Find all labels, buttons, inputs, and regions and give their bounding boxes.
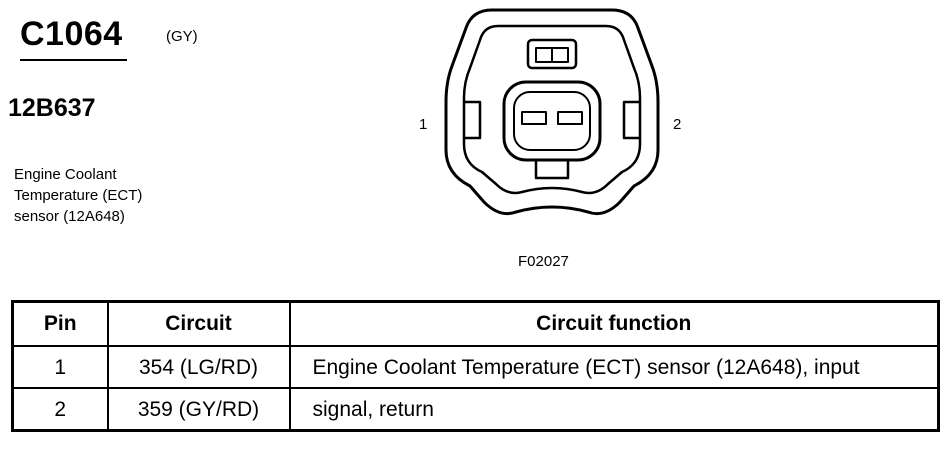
left-rib <box>464 100 482 140</box>
connector-inner-housing <box>462 24 642 195</box>
terminal-cavity <box>502 80 602 162</box>
figure-id: F02027 <box>518 253 569 270</box>
component-description: Engine Coolant Temperature (ECT) sensor … <box>14 164 214 227</box>
part-number: 12B637 <box>8 94 96 122</box>
connector-outer-housing <box>444 8 660 216</box>
circuit-cell: 354 (LG/RD) <box>106 345 291 389</box>
table-row: 2 359 (GY/RD) signal, return <box>11 387 940 432</box>
table-header-row: Pin Circuit Circuit function <box>11 300 940 347</box>
terminal-pin-1 <box>521 111 547 125</box>
bottom-keyway <box>534 160 570 180</box>
pin-cell: 2 <box>11 387 109 432</box>
locking-latch <box>526 38 578 70</box>
column-header-circuit-function: Circuit function <box>288 300 940 347</box>
component-description-line: sensor (12A648) <box>14 208 125 225</box>
pin-1-label: 1 <box>419 116 428 133</box>
component-description-line: Engine Coolant <box>14 166 117 183</box>
connector-face-drawing <box>444 8 660 216</box>
terminal-cavity-inner <box>513 91 591 151</box>
component-description-line: Temperature (ECT) <box>14 187 143 204</box>
pin-cell: 1 <box>11 345 109 389</box>
column-header-circuit: Circuit <box>106 300 291 347</box>
circuit-function-cell: Engine Coolant Temperature (ECT) sensor … <box>288 345 940 389</box>
circuit-cell: 359 (GY/RD) <box>106 387 291 432</box>
right-rib <box>622 100 640 140</box>
table-row: 1 354 (LG/RD) Engine Coolant Temperature… <box>11 345 940 389</box>
connector-id: C1064 <box>20 15 123 53</box>
pin-table: Pin Circuit Circuit function 1 354 (LG/R… <box>11 300 940 432</box>
column-header-pin: Pin <box>11 300 109 347</box>
circuit-function-cell: signal, return <box>288 387 940 432</box>
connector-id-underline <box>20 59 127 61</box>
terminal-pin-2 <box>557 111 583 125</box>
pin-2-label: 2 <box>673 116 682 133</box>
connector-color: (GY) <box>166 28 198 45</box>
